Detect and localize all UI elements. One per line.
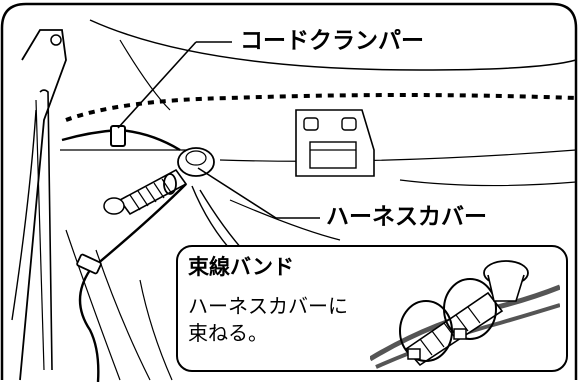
grommet xyxy=(177,147,215,177)
body-curve-9 xyxy=(139,279,173,381)
inset-title: 束線バンド xyxy=(188,255,295,279)
label-harness-cover: ハーネスカバー xyxy=(326,204,487,230)
body-curve-2 xyxy=(119,39,171,111)
inset-line-1: ハーネスカバーに xyxy=(188,294,348,318)
body-curve-1 xyxy=(89,19,577,71)
inset-line-2: 束ねる。 xyxy=(188,321,268,345)
body-panel-left xyxy=(19,29,67,381)
harness-wire-lower xyxy=(78,183,187,383)
inset-body: ハーネスカバーに 束ねる。 xyxy=(188,293,348,347)
frame-outline xyxy=(0,2,578,380)
body-curve-5 xyxy=(229,199,341,241)
leader-cord-clamper xyxy=(117,41,197,129)
body-curve-8 xyxy=(95,249,151,381)
inset-panel: 束線バンド ハーネスカバーに 束ねる。 xyxy=(176,245,568,372)
hinge-circle xyxy=(50,34,62,46)
inset-tie-2 xyxy=(443,278,497,340)
harness-cover-part xyxy=(118,168,188,216)
cord-clamper-part xyxy=(110,125,126,147)
cable-tie-band xyxy=(163,173,177,195)
body-panel-left-2 xyxy=(11,109,37,321)
gas-strut-2 xyxy=(35,99,45,371)
lower-clip xyxy=(76,253,102,275)
inset-illustration xyxy=(370,260,560,369)
gas-strut xyxy=(39,89,53,371)
label-cord-clamper: コードクランパー xyxy=(240,28,424,54)
leader-harness-cover xyxy=(197,167,277,219)
body-curve-7 xyxy=(65,229,121,381)
body-curve-4 xyxy=(219,149,577,162)
latch-bracket xyxy=(295,109,375,177)
dashed-trim-line xyxy=(65,93,577,122)
body-curve-6 xyxy=(399,179,577,187)
